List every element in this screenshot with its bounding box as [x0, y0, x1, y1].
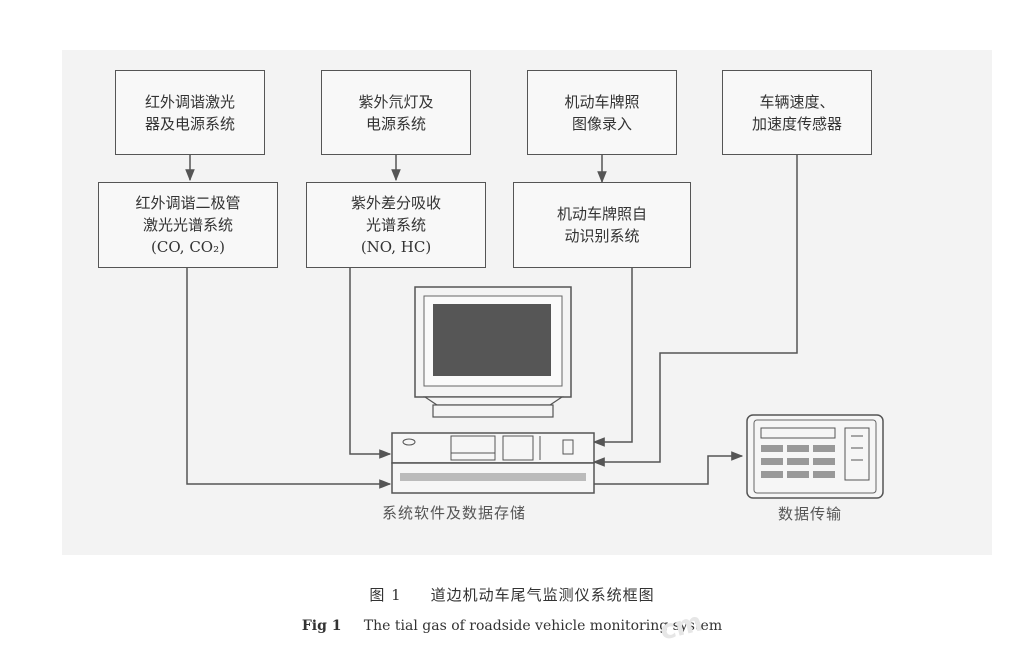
- monitor-icon: [414, 286, 572, 418]
- box-plate-recognition: 机动车牌照自 动识别系统: [513, 182, 691, 268]
- data-terminal-icon: [746, 414, 884, 499]
- label-data-transmission: 数据传输: [778, 505, 843, 523]
- caption-cn-number: 图 1: [369, 586, 402, 604]
- box-tdlas-spectrum: 红外调谐二极管 激光光谱系统 (CO, CO₂): [98, 182, 278, 268]
- caption-en-title: The tial gas of roadside vehicle monitor…: [363, 618, 723, 634]
- figure-caption-cn: 图 1 道边机动车尾气监测仪系统框图: [0, 584, 1024, 605]
- line-recognition-to-system: [592, 268, 633, 447]
- box-plate-image-input: 机动车牌照 图像录入: [527, 70, 677, 155]
- box-uv-doas-spectrum: 紫外差分吸收 光谱系统 (NO, HC): [306, 182, 486, 268]
- caption-cn-title: 道边机动车尾气监测仪系统框图: [430, 586, 655, 604]
- box-uv-lamp-power: 紫外氘灯及 电源系统: [321, 70, 471, 155]
- figure-caption-en: Fig 1 The tial gas of roadside vehicle m…: [0, 618, 1024, 634]
- computer-unit-icon: [391, 432, 595, 494]
- box-speed-accel-sensor: 车辆速度、 加速度传感器: [722, 70, 872, 155]
- line-tdlas-to-system: [186, 268, 392, 489]
- box-ir-laser-power: 红外调谐激光 器及电源系统: [115, 70, 265, 155]
- line-speed-to-system: [592, 155, 798, 467]
- caption-en-number: Fig 1: [301, 618, 342, 634]
- label-system-software: 系统软件及数据存储: [382, 504, 527, 522]
- line-system-to-data: [594, 451, 744, 485]
- line-doas-to-system: [349, 268, 392, 459]
